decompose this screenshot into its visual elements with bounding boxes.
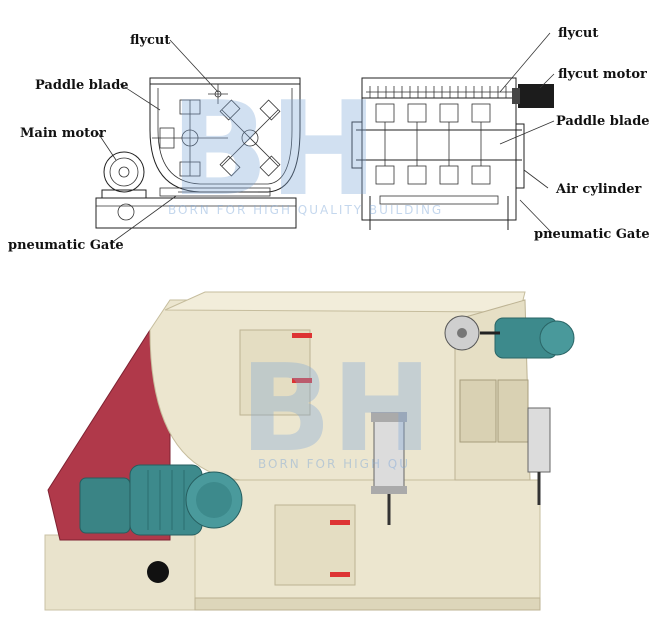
flycut-comb bbox=[366, 86, 512, 98]
side-view-drawing bbox=[95, 77, 301, 229]
watermark-top: BH BORN FOR HIGH QUALITY BUILDING bbox=[168, 73, 443, 225]
watermark-tagline-bottom: BORN FOR HIGH QU bbox=[258, 457, 410, 471]
label-flycut-motor: flycut motor bbox=[558, 67, 647, 82]
diagram-labels: flycut Paddle blade Main motor pneumatic… bbox=[8, 26, 650, 253]
clamp-handle bbox=[292, 378, 312, 383]
paddle-rotor-right bbox=[219, 99, 281, 177]
machine-photo: BH BORN FOR HIGH QU bbox=[44, 291, 575, 611]
air-cylinder-photo bbox=[371, 407, 551, 525]
flycut-motor-photo bbox=[480, 317, 575, 359]
label-main-motor: Main motor bbox=[20, 126, 106, 141]
clamp-handle bbox=[330, 572, 350, 577]
label-paddle-blade-left: Paddle blade bbox=[35, 78, 129, 93]
paddle-row bbox=[375, 103, 491, 185]
inspection-door bbox=[239, 329, 311, 416]
technical-drawing: flycut Paddle blade Main motor pneumatic… bbox=[8, 26, 650, 253]
main-motor-photo bbox=[79, 464, 243, 536]
mixer-lower-body bbox=[194, 479, 541, 601]
discharge-door bbox=[274, 504, 356, 586]
label-pneumatic-gate-left: pneumatic Gate bbox=[8, 238, 124, 253]
bearing-window bbox=[497, 379, 529, 443]
label-flycut-right: flycut bbox=[558, 26, 598, 41]
clamp-handle bbox=[292, 333, 312, 338]
watermark-logo-bottom: BH bbox=[240, 340, 432, 479]
label-air-cylinder: Air cylinder bbox=[555, 182, 642, 197]
front-view-drawing bbox=[351, 77, 554, 230]
base-port-hole bbox=[147, 561, 169, 583]
label-pneumatic-gate-right: pneumatic Gate bbox=[534, 227, 650, 242]
watermark-bottom: BH BORN FOR HIGH QU bbox=[240, 340, 432, 479]
main-motor-drawing bbox=[101, 151, 147, 199]
mixer-lid bbox=[164, 291, 526, 313]
leader-lines bbox=[97, 32, 555, 245]
clamp-handle bbox=[330, 520, 350, 525]
label-flycut-left: flycut bbox=[130, 33, 170, 48]
watermark-tagline-top: BORN FOR HIGH QUALITY BUILDING bbox=[168, 203, 443, 217]
flycut-cross bbox=[208, 84, 228, 104]
label-paddle-blade-right: Paddle blade bbox=[556, 114, 650, 129]
paddle-rotor-left bbox=[152, 99, 228, 177]
flycut-motor-drawing bbox=[512, 84, 554, 108]
watermark-logo: BH bbox=[170, 73, 378, 225]
bearing-window bbox=[459, 379, 497, 443]
